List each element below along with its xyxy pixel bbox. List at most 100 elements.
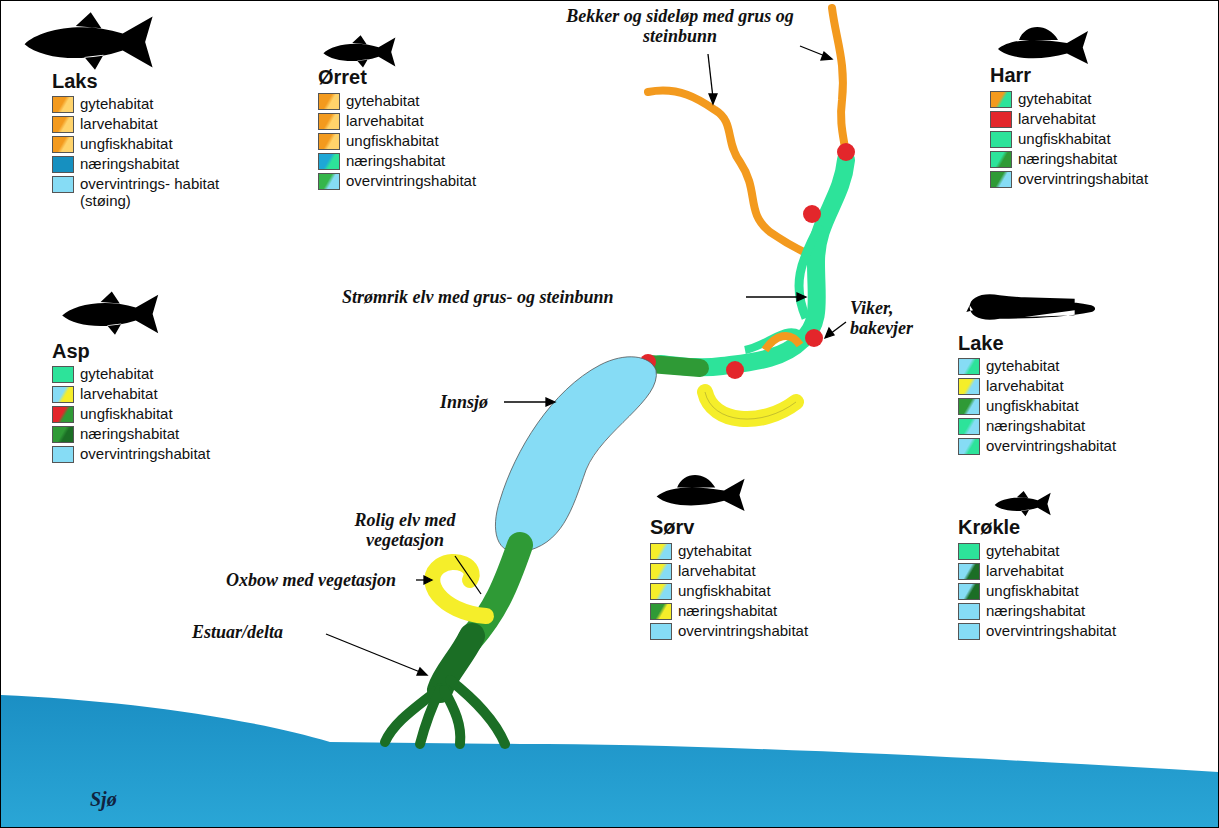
legend-entry: næringshabitat <box>52 425 179 443</box>
place-label: Bekker og sideløp med grus og steinbunn <box>545 6 815 46</box>
fish-name: Lake <box>958 332 1004 355</box>
legend-swatch <box>318 173 340 190</box>
legend-swatch <box>650 603 672 620</box>
legend-swatch <box>52 156 74 173</box>
legend-swatch <box>318 113 340 130</box>
fish-name: Krøkle <box>958 516 1020 539</box>
legend-swatch <box>650 563 672 580</box>
legend-entry: larvehabitat <box>650 562 756 580</box>
legend-entry: næringshabitat <box>318 152 445 170</box>
legend-swatch <box>958 378 980 395</box>
legend-text: gytehabitat <box>80 365 153 382</box>
legend-swatch <box>52 366 74 383</box>
legend-text: overvintringshabitat <box>80 445 210 462</box>
legend-text: larvehabitat <box>986 562 1064 579</box>
legend-text: gytehabitat <box>1018 90 1091 107</box>
legend-entry: overvintringshabitat <box>958 437 1116 455</box>
legend-entry: gytehabitat <box>958 542 1059 560</box>
legend-entry: ungfiskhabitat <box>958 397 1079 415</box>
legend-text: ungfiskhabitat <box>1018 130 1111 147</box>
fish-name: Harr <box>990 64 1031 87</box>
legend-swatch <box>958 358 980 375</box>
legend-text: gytehabitat <box>346 92 419 109</box>
legend-text: ungfiskhabitat <box>986 397 1079 414</box>
legend-text: næringshabitat <box>80 425 179 442</box>
legend-swatch <box>958 563 980 580</box>
legend-text: næringshabitat <box>1018 150 1117 167</box>
fish-name: Ørret <box>318 66 367 89</box>
legend-swatch <box>52 386 74 403</box>
legend-entry: larvehabitat <box>990 110 1096 128</box>
legend-text: overvintringshabitat <box>678 622 808 639</box>
legend-text: larvehabitat <box>986 377 1064 394</box>
legend-swatch <box>52 136 74 153</box>
fish-name: Laks <box>52 70 98 93</box>
legend-text: overvintringshabitat <box>346 172 476 189</box>
fish-name: Asp <box>52 340 90 363</box>
legend-swatch <box>650 583 672 600</box>
legend-entry: gytehabitat <box>990 90 1091 108</box>
legend-swatch <box>52 406 74 423</box>
legend-swatch <box>52 96 74 113</box>
legend-swatch <box>958 623 980 640</box>
legend-text: gytehabitat <box>986 357 1059 374</box>
legend-entry: overvintringshabitat <box>650 622 808 640</box>
legend-swatch <box>318 133 340 150</box>
legend-text: næringshabitat <box>80 155 179 172</box>
legend-text: gytehabitat <box>678 542 751 559</box>
legend-text: ungfiskhabitat <box>986 582 1079 599</box>
place-label: Oxbow med vegetasjon <box>226 570 396 590</box>
legend-swatch <box>52 176 74 193</box>
legend-entry: ungfiskhabitat <box>318 132 439 150</box>
fish-name: Sørv <box>650 516 694 539</box>
legend-swatch <box>650 623 672 640</box>
legend-entry: næringshabitat <box>990 150 1117 168</box>
legend-text: larvehabitat <box>1018 110 1096 127</box>
legend-entry: gytehabitat <box>52 365 153 383</box>
place-label: Viker, bakevjer <box>850 298 930 338</box>
legend-entry: gytehabitat <box>318 92 419 110</box>
legend-text: overvintringshabitat <box>1018 170 1148 187</box>
place-label: Strømrik elv med grus- og steinbunn <box>342 287 614 307</box>
legend-entry: overvintringshabitat <box>990 170 1148 188</box>
legend-text: overvintrings- habitat (støing) <box>80 175 220 209</box>
legend-text: larvehabitat <box>80 115 158 132</box>
legend-swatch <box>958 418 980 435</box>
legend-text: ungfiskhabitat <box>80 405 173 422</box>
legend-entry: næringshabitat <box>958 417 1085 435</box>
legend-text: ungfiskhabitat <box>678 582 771 599</box>
legend-entry: ungfiskhabitat <box>650 582 771 600</box>
legend-swatch <box>958 543 980 560</box>
legend-entry: ungfiskhabitat <box>990 130 1111 148</box>
legend-text: ungfiskhabitat <box>80 135 173 152</box>
legend-text: larvehabitat <box>678 562 756 579</box>
legend-text: næringshabitat <box>986 417 1085 434</box>
legend-text: overvintringshabitat <box>986 622 1116 639</box>
legend-entry: gytehabitat <box>52 95 153 113</box>
place-label: Rolig elv med vegetasjon <box>330 510 480 550</box>
legend-text: ungfiskhabitat <box>346 132 439 149</box>
place-label: Innsjø <box>440 392 488 412</box>
legend-text: næringshabitat <box>346 152 445 169</box>
legend-swatch <box>990 111 1012 128</box>
legend-swatch <box>52 426 74 443</box>
legend-swatch <box>990 171 1012 188</box>
legend-text: næringshabitat <box>678 602 777 619</box>
legend-entry: larvehabitat <box>958 562 1064 580</box>
legend-entry: overvintringshabitat <box>958 622 1116 640</box>
legend-swatch <box>990 131 1012 148</box>
legend-swatch <box>958 583 980 600</box>
legend-entry: larvehabitat <box>52 385 158 403</box>
legend-entry: næringshabitat <box>958 602 1085 620</box>
legend-text: larvehabitat <box>80 385 158 402</box>
place-label: Estuar/delta <box>192 622 283 642</box>
legend-swatch <box>318 93 340 110</box>
legend-entry: gytehabitat <box>650 542 751 560</box>
sea-label: Sjø <box>90 788 117 811</box>
legend-swatch <box>52 116 74 133</box>
legend-text: næringshabitat <box>986 602 1085 619</box>
legend-swatch <box>958 398 980 415</box>
legend-text: larvehabitat <box>346 112 424 129</box>
legend-swatch <box>650 543 672 560</box>
